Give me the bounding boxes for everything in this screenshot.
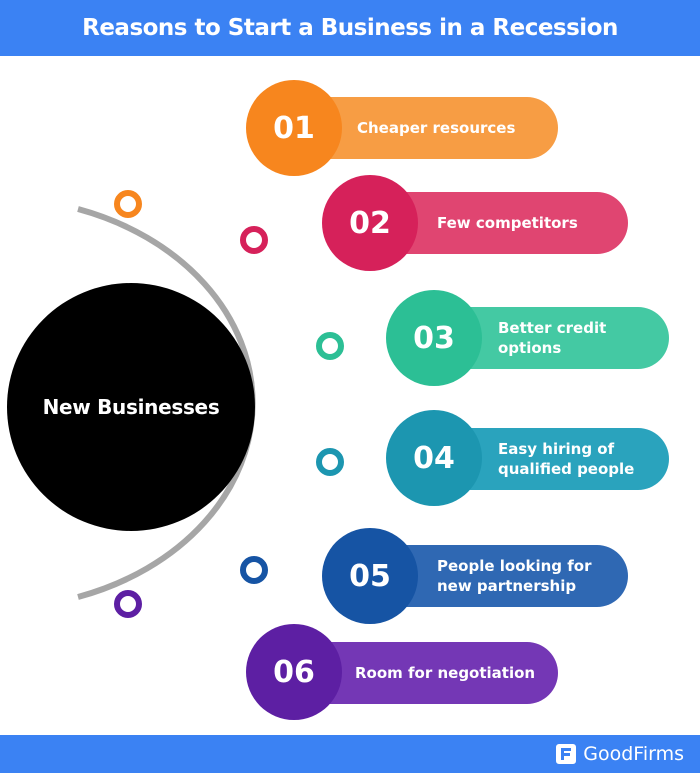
item-label-04: Easy hiring of qualified people (498, 440, 635, 478)
item-label-02: Few competitors (437, 214, 578, 232)
item-number-06: 06 (246, 624, 342, 720)
item-label-01: Cheaper resources (357, 119, 516, 137)
arc-node-06 (114, 590, 142, 618)
item-number-02: 02 (322, 175, 418, 271)
goodfirms-logo-icon (556, 744, 577, 764)
arc-node-03 (316, 332, 344, 360)
item-pill-01 (300, 97, 558, 159)
item-pill-06 (300, 642, 558, 704)
arc-node-02 (240, 226, 268, 254)
item-number-04: 04 (386, 410, 482, 506)
hub-label: New Businesses (42, 395, 220, 419)
brand-name: GoodFirms (583, 743, 684, 765)
item-label-03: Better credit options (498, 319, 607, 357)
footer-bar: GoodFirms (0, 735, 700, 773)
brand: GoodFirms (555, 735, 684, 773)
arc-node-05 (240, 556, 268, 584)
arc-node-01 (114, 190, 142, 218)
item-number-01: 01 (246, 80, 342, 176)
page-title: Reasons to Start a Business in a Recessi… (82, 15, 618, 41)
item-label-06: Room for negotiation (355, 664, 536, 682)
item-number-05: 05 (322, 528, 418, 624)
item-label-05: People looking for new partnership (437, 557, 592, 595)
header-bar: Reasons to Start a Business in a Recessi… (0, 0, 700, 56)
item-number-03: 03 (386, 290, 482, 386)
arc-node-04 (316, 448, 344, 476)
hub-circle: New Businesses (7, 283, 255, 531)
